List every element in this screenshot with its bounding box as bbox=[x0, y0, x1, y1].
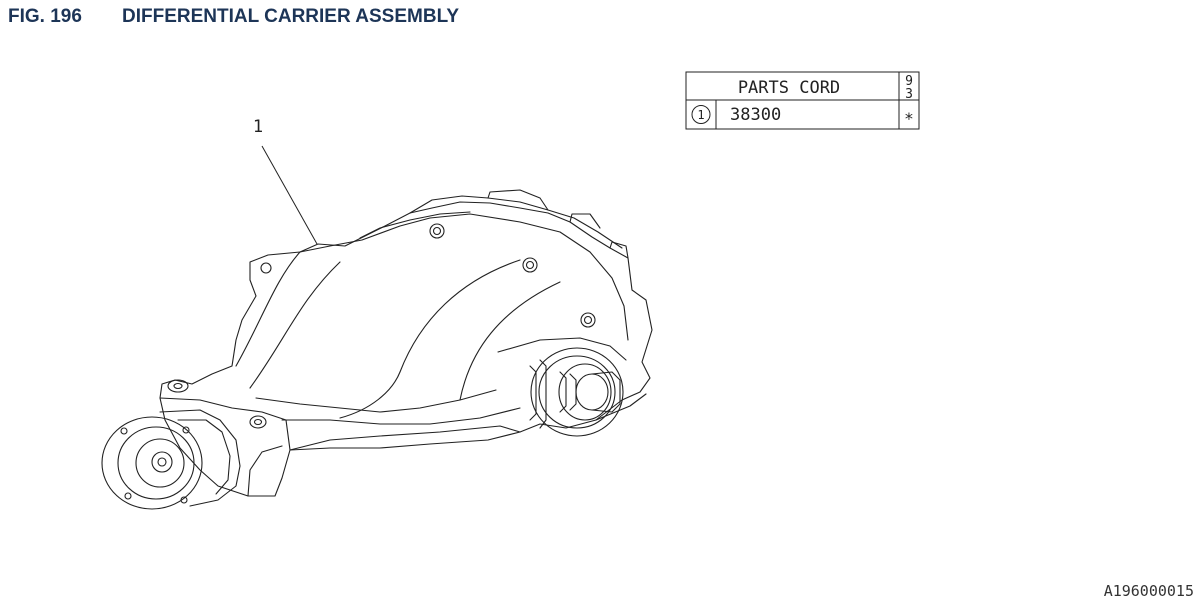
figure-title: DIFFERENTIAL CARRIER ASSEMBLY bbox=[122, 6, 460, 27]
row-mark: * bbox=[904, 109, 914, 128]
parts-table-header: PARTS CORD bbox=[738, 78, 840, 98]
callout-label: 1 bbox=[253, 117, 263, 137]
figure-code: A196000015 bbox=[1103, 582, 1194, 600]
row-part-code: 38300 bbox=[730, 105, 781, 125]
year-digit-bottom: 3 bbox=[905, 87, 913, 102]
parts-table bbox=[685, 71, 920, 130]
ref-circle bbox=[691, 105, 711, 124]
figure-number: FIG. 196 bbox=[8, 6, 82, 27]
differential-carrier-illustration bbox=[101, 189, 653, 510]
row-ref-number: 1 bbox=[697, 108, 704, 122]
callout-leader-line bbox=[261, 145, 318, 245]
year-digit-top: 9 bbox=[905, 74, 913, 89]
